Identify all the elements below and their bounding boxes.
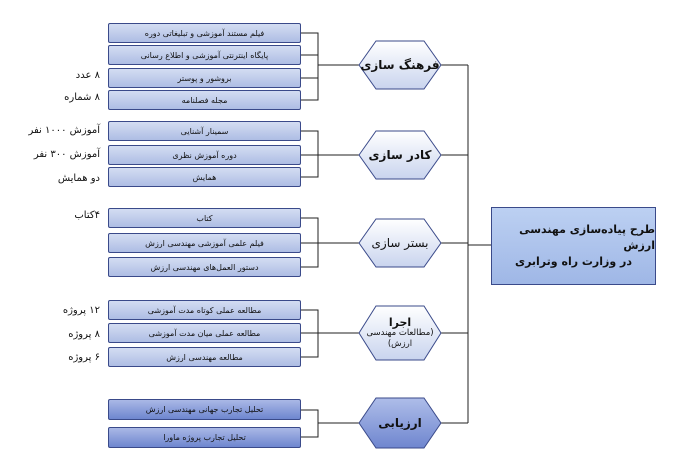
- hex-evaluation: ارزیابی: [359, 398, 441, 448]
- note-count: ۴کتاب: [74, 210, 100, 221]
- hex-culture-building: فرهنگ سازی: [359, 41, 441, 89]
- hex-implementation: اجرا (مطالعات مهندسی ارزش): [359, 306, 441, 360]
- item-global-experience: تحلیل تجارب جهانی مهندسی ارزش: [108, 399, 301, 420]
- goal-box: طرح پیاده‌سازی مهندسی ارزش در وزارت راه …: [491, 207, 656, 285]
- hex-platform-building: بستر سازی: [359, 219, 441, 267]
- hex-label: اجرا: [388, 315, 412, 329]
- hex-label: فرهنگ سازی: [360, 58, 440, 72]
- note-count: ۱۲ پروژه: [62, 305, 100, 316]
- goal-title-line2: در وزارت راه وترابری: [514, 255, 633, 268]
- goal-title-line1: طرح پیاده‌سازی مهندسی ارزش: [519, 223, 655, 252]
- note-count: دو همایش: [57, 173, 100, 184]
- hex-label: بستر سازی: [371, 236, 429, 250]
- item-brochure-poster: بروشور و پوستر: [108, 68, 301, 88]
- item-website: پایگاه اینترنتی آموزشی و اطلاع رسانی: [108, 45, 301, 65]
- item-educational-film: فیلم علمی آموزشی مهندسی ارزش: [108, 233, 301, 253]
- hex-sublabel: (مطالعات مهندسی ارزش): [366, 327, 434, 349]
- item-short-term-study: مطالعه عملی کوتاه مدت آموزشی: [108, 300, 301, 320]
- item-theory-course: دوره آموزش نظری: [108, 145, 301, 165]
- item-intro-seminar: سمینار آشنایی: [108, 121, 301, 141]
- note-count: آموزش ۱۰۰۰ نفر: [28, 125, 100, 136]
- item-documentary-film: فیلم مستند آموزشی و تبلیغاتی دوره: [108, 23, 301, 43]
- hex-staff-building: کادر سازی: [359, 131, 441, 179]
- item-mavara-project: تحلیل تجارب پروژه ماورا: [108, 427, 301, 448]
- hex-label: ارزیابی: [378, 416, 422, 430]
- note-count: ۸ عدد: [75, 70, 100, 81]
- item-book: کتاب: [108, 208, 301, 228]
- note-count: آموزش ۳۰۰ نفر: [33, 149, 100, 160]
- note-count: ۸ پروژه: [68, 329, 100, 340]
- item-ve-study: مطالعه مهندسی ارزش: [108, 347, 301, 367]
- item-mid-term-study: مطالعه عملی میان مدت آموزشی: [108, 323, 301, 343]
- item-conference: همایش: [108, 167, 301, 187]
- note-count: ۸ شماره: [64, 92, 100, 103]
- item-quarterly-magazine: مجله فصلنامه: [108, 90, 301, 110]
- hex-label: کادر سازی: [368, 148, 432, 162]
- note-count: ۶ پروژه: [68, 352, 100, 363]
- item-guidelines: دستور العمل‌های مهندسی ارزش: [108, 257, 301, 277]
